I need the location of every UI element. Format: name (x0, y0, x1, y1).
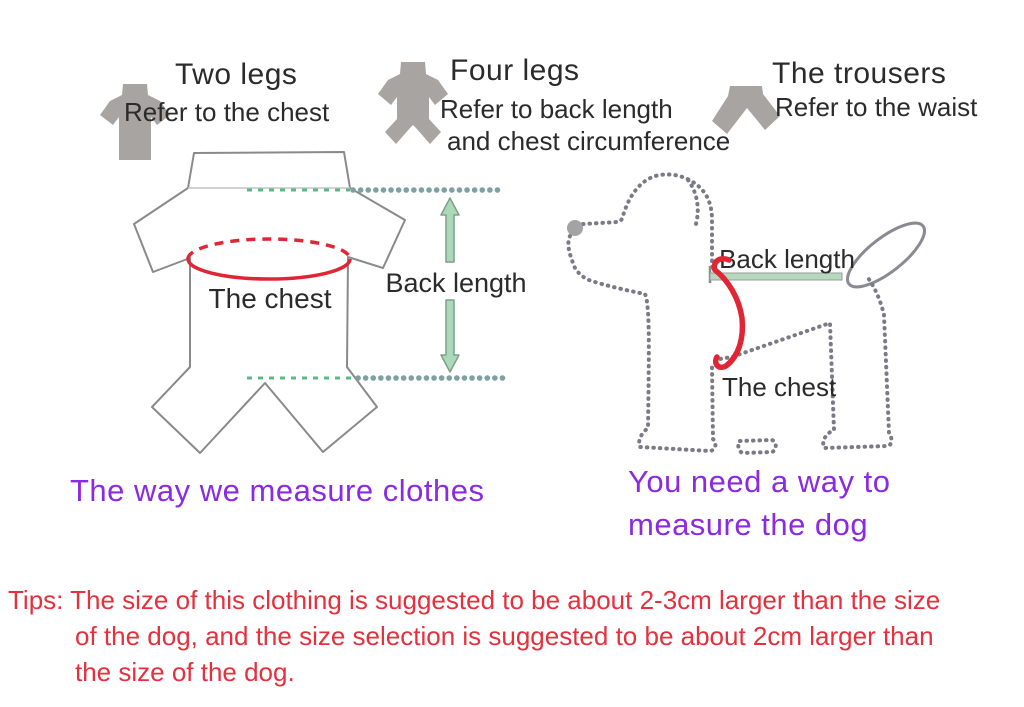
dog-back-length-label: Back length (719, 244, 855, 274)
dog-nose (567, 220, 583, 236)
tips-line-2: of the dog, and the size selection is su… (75, 621, 934, 651)
dog-chest-label: The chest (722, 372, 837, 402)
dog-caption-line-1: You need a way to (628, 464, 891, 499)
four-legs-title: Four legs (450, 54, 580, 87)
chest-ellipse-dashed (186, 237, 352, 260)
clothes-measure-diagram: The chest Back length (133, 151, 527, 454)
trousers-icon (712, 86, 780, 134)
trousers-desc: Refer to the waist (775, 92, 978, 122)
two-legs-desc: Refer to the chest (124, 97, 330, 127)
garment-outline (133, 151, 406, 454)
chest-ellipse-solid (186, 258, 352, 281)
dog-measure-diagram: Back length The chest (566, 172, 926, 456)
dog-body-outline (566, 234, 894, 454)
two-legs-title: Two legs (175, 58, 298, 91)
dog-caption: You need a way to measure the dog (628, 460, 890, 546)
four-legs-desc-2: and chest circumference (447, 126, 731, 156)
trousers-title: The trousers (772, 57, 947, 90)
dog-head-outline (581, 172, 714, 275)
back-length-bar (709, 272, 843, 281)
tips-block: Tips: The size of this clothing is sugge… (8, 582, 1024, 690)
dog-far-foot (736, 437, 778, 456)
tips-line-3: the size of the dog. (75, 657, 295, 687)
tips-line-1: Tips: The size of this clothing is sugge… (8, 585, 941, 615)
dog-tail (846, 221, 926, 289)
dog-ear-icon (686, 178, 700, 226)
four-legs-garment-icon (378, 62, 448, 144)
clothes-back-length-label: Back length (385, 268, 526, 298)
back-length-arrow-down (440, 299, 460, 373)
two-legs-garment-icon (100, 84, 170, 160)
four-legs-desc-1: Refer to back length (440, 94, 673, 124)
dog-caption-line-2: measure the dog (628, 507, 869, 542)
back-length-arrow-up (440, 197, 460, 263)
clothes-caption: The way we measure clothes (70, 473, 485, 508)
clothes-chest-label: The chest (209, 283, 332, 314)
dog-chest-band (711, 256, 746, 371)
